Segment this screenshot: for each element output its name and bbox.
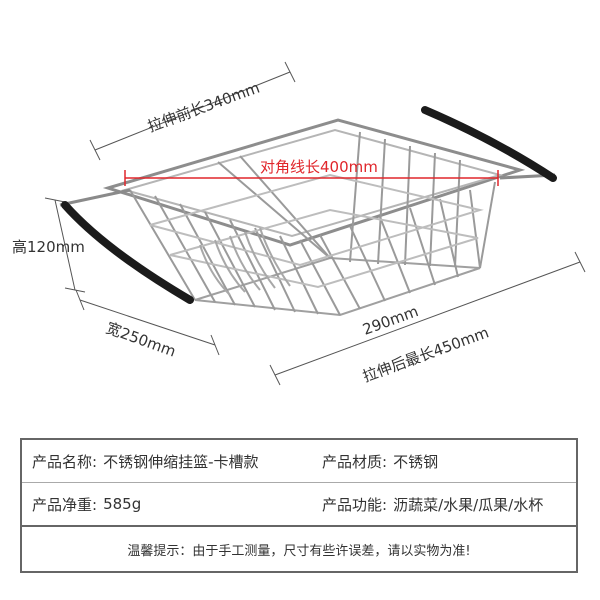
height-dimension — [44, 197, 86, 293]
note-row: 温馨提示：由于手工测量，尺寸有些许误差，请以实物为准! — [22, 527, 576, 571]
weight-label: 产品净重: — [32, 495, 98, 514]
max-length-dimension — [269, 251, 586, 386]
handles — [61, 106, 557, 304]
front-length-label: 拉伸前长340mm — [145, 79, 262, 136]
info-row-name: 产品名称: 不锈钢伸缩挂篮-卡槽款 产品材质: 不锈钢 — [22, 440, 576, 483]
material-value: 不锈钢 — [393, 452, 439, 471]
material-cell: 产品材质: 不锈钢 — [322, 451, 576, 472]
height-label: 高120mm — [12, 238, 85, 256]
basket-illustration — [59, 118, 556, 317]
name-cell: 产品名称: 不锈钢伸缩挂篮-卡槽款 — [22, 451, 322, 472]
diagonal-label: 对角线长400mm — [260, 158, 378, 176]
width-label: 宽250mm — [104, 319, 179, 361]
weight-value: 585g — [103, 495, 142, 513]
weight-cell: 产品净重: 585g — [22, 494, 322, 515]
material-label: 产品材质: — [322, 452, 388, 471]
left-handle — [61, 201, 194, 304]
function-value: 沥蔬菜/水果/瓜果/水杯 — [393, 495, 544, 514]
name-label: 产品名称: — [32, 452, 98, 471]
function-cell: 产品功能: 沥蔬菜/水果/瓜果/水杯 — [322, 494, 576, 515]
function-label: 产品功能: — [322, 495, 388, 514]
front-length-dimension — [89, 61, 296, 161]
width-dimension — [75, 289, 220, 356]
inner-length-label: 290mm — [360, 302, 421, 339]
diagonal-dimension — [124, 170, 499, 186]
right-handle — [421, 106, 557, 182]
note-text: 温馨提示：由于手工测量，尺寸有些许误差，请以实物为准! — [127, 543, 471, 559]
name-value: 不锈钢伸缩挂篮-卡槽款 — [103, 452, 259, 471]
basket-dimension-figure: 拉伸前长340mm 高120mm 宽250mm 290mm 拉伸后最长450mm — [12, 61, 586, 386]
product-info-table: 产品名称: 不锈钢伸缩挂篮-卡槽款 产品材质: 不锈钢 产品净重: 585g 产… — [20, 438, 578, 573]
info-row-weight: 产品净重: 585g 产品功能: 沥蔬菜/水果/瓜果/水杯 — [22, 483, 576, 527]
